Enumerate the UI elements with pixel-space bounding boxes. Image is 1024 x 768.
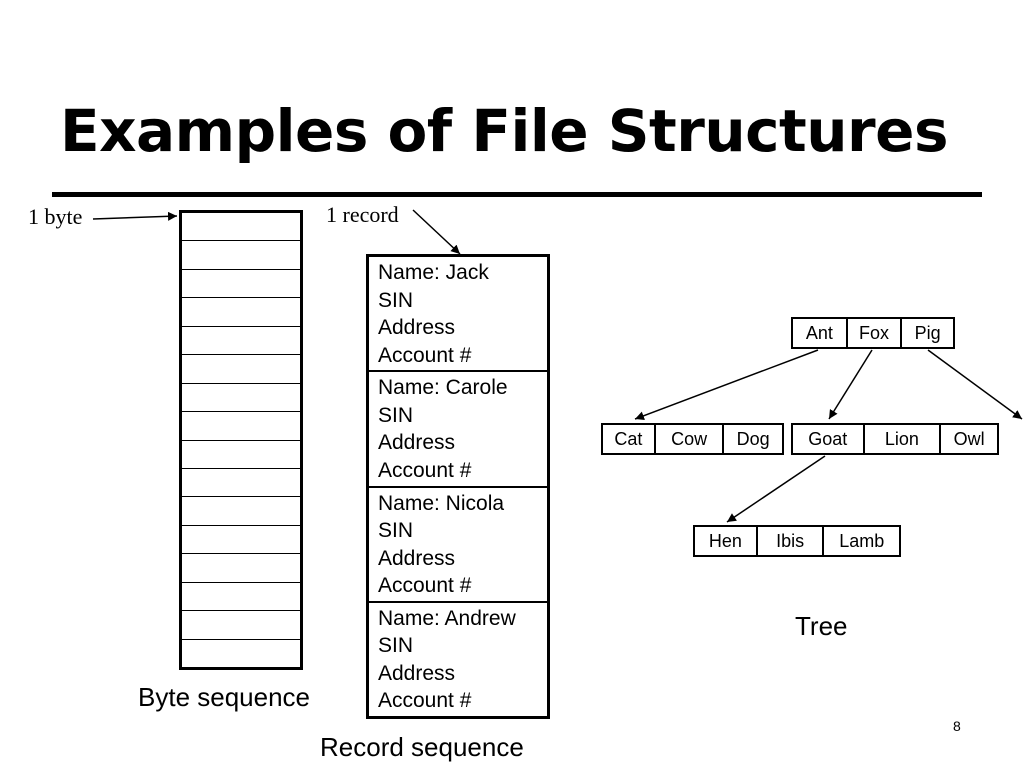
tree-key: Pig: [900, 319, 953, 347]
record-name: Name: Carole: [378, 376, 508, 400]
tree-edge-middle: [828, 349, 873, 420]
byte-cell: [182, 268, 300, 297]
tree-key: Owl: [939, 425, 997, 453]
record: Name: Carole SIN Address Account #: [369, 370, 547, 485]
record-name: Name: Jack: [378, 261, 489, 284]
tree-key: Fox: [845, 319, 901, 347]
record-account: Account #: [378, 574, 472, 597]
page-number: 8: [953, 718, 961, 734]
byte-cell: [182, 240, 300, 268]
byte-cell: [182, 496, 300, 524]
record-sequence-caption: Record sequence: [320, 732, 524, 762]
byte-cell: [182, 297, 300, 325]
record-account: Account #: [378, 343, 472, 367]
tree-key: Lion: [862, 425, 940, 453]
byte-cell: [182, 467, 300, 496]
record-address: Address: [378, 316, 456, 339]
record: Name: Andrew SIN Address Account #: [369, 600, 547, 716]
record-sin: SIN: [378, 634, 414, 658]
tree-node-grandchild: Hen Ibis Lamb: [693, 525, 901, 557]
byte-arrow: [92, 211, 178, 221]
tree-key: Goat: [808, 428, 848, 449]
byte-cell: [182, 439, 300, 468]
tree-key: Cow: [653, 425, 722, 453]
byte-cell: [182, 553, 300, 581]
title-divider: [52, 192, 982, 197]
record: Name: Jack SIN Address Account #: [369, 257, 547, 370]
tree-key: Ant: [805, 322, 833, 343]
one-byte-label: 1 byte: [28, 204, 83, 229]
byte-cell: [182, 581, 300, 610]
one-record-label: 1 record: [326, 202, 399, 227]
byte-cell: [182, 610, 300, 638]
byte-sequence-column: [179, 210, 303, 670]
record-address: Address: [378, 546, 456, 570]
tree-edge-grandchild: [726, 455, 826, 523]
tree-node-root: Ant Fox Pig: [791, 317, 955, 349]
tree-node-left: Cat Cow Dog: [601, 423, 784, 455]
record-name: Name: Andrew: [378, 606, 516, 630]
record-address: Address: [378, 431, 456, 455]
record-sin: SIN: [378, 519, 414, 542]
byte-cell: [182, 638, 300, 667]
byte-cell: [182, 411, 300, 439]
tree-key: Cat: [614, 428, 643, 449]
byte-cell: [182, 524, 300, 553]
tree-edge-left: [634, 349, 819, 421]
tree-node-middle: Goat Lion Owl: [791, 423, 999, 455]
byte-cell: [182, 382, 300, 411]
record-sin: SIN: [378, 288, 414, 312]
byte-cell: [182, 213, 300, 240]
tree-key: Lamb: [822, 527, 899, 555]
byte-sequence-caption: Byte sequence: [138, 682, 311, 712]
record: Name: Nicola SIN Address Account #: [369, 485, 547, 601]
record-sin: SIN: [378, 403, 414, 427]
tree-edge-right: [927, 349, 1023, 420]
record-arrow: [412, 209, 461, 255]
tree-key: Dog: [722, 425, 782, 453]
tree-key: Hen: [708, 530, 742, 551]
record-address: Address: [378, 661, 456, 685]
record-name: Name: Nicola: [378, 491, 505, 515]
record-account: Account #: [378, 458, 472, 482]
byte-cell: [182, 325, 300, 354]
tree-key: Ibis: [755, 527, 823, 555]
byte-cell: [182, 354, 300, 382]
tree-caption: Tree: [795, 611, 848, 641]
slide-title: Examples of File Structures: [60, 97, 949, 165]
record-sequence-column: Name: Jack SIN Address Account # Name: C…: [366, 254, 550, 719]
record-account: Account #: [378, 689, 472, 713]
